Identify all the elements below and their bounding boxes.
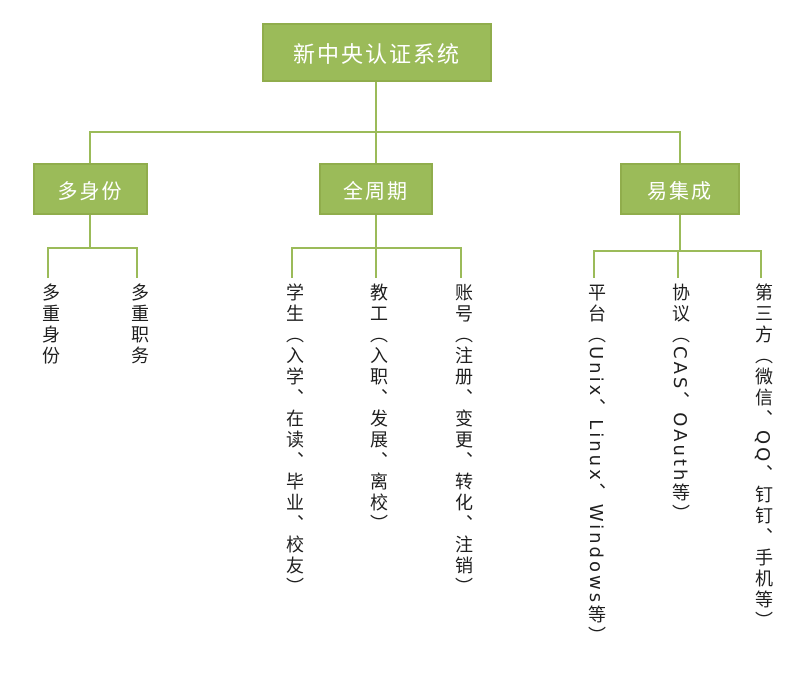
connector-branch2-drop2: [677, 250, 679, 278]
leaf-item: 账号（注册、变更、转化、注销）: [452, 283, 473, 598]
connector-branch2-drop1: [593, 250, 595, 278]
connector-branch1-drop3: [460, 247, 462, 278]
connector-branch2-drop3: [760, 250, 762, 278]
branch-node-multi-identity: 多身份: [33, 163, 148, 215]
connector-branch1-vertical: [375, 215, 377, 249]
leaf-item: 平台（Unix、Linux、Windows等）: [585, 283, 606, 648]
branch-node-label: 易集成: [647, 178, 713, 203]
connector-branch0-bus: [47, 247, 138, 249]
connector-root-vertical: [375, 82, 377, 163]
connector-drop-left: [89, 131, 91, 163]
leaf-item: 教工（入职、发展、离校）: [367, 283, 388, 535]
connector-branch0-vertical: [89, 215, 91, 249]
leaf-item: 多重身份: [39, 283, 60, 367]
branch-node-easy-integration: 易集成: [620, 163, 740, 215]
leaf-item: 多重职务: [128, 283, 149, 367]
connector-branch1-drop2: [375, 247, 377, 278]
connector-main-bus: [89, 131, 681, 133]
leaf-item: 协议（CAS、OAuth等）: [669, 283, 690, 526]
leaf-item: 学生（入学、在读、毕业、校友）: [283, 283, 304, 598]
connector-branch0-drop2: [136, 247, 138, 278]
branch-node-label: 多身份: [57, 178, 124, 203]
connector-drop-right: [679, 131, 681, 163]
branch-node-label: 全周期: [343, 178, 409, 203]
leaf-item: 第三方（微信、QQ、钉钉、手机等）: [752, 283, 773, 633]
root-node-label: 新中央认证系统: [292, 42, 461, 68]
root-node: 新中央认证系统: [262, 23, 492, 82]
connector-branch0-drop1: [47, 247, 49, 278]
connector-branch1-drop1: [291, 247, 293, 278]
branch-node-full-lifecycle: 全周期: [319, 163, 433, 215]
connector-branch2-vertical: [679, 215, 681, 252]
